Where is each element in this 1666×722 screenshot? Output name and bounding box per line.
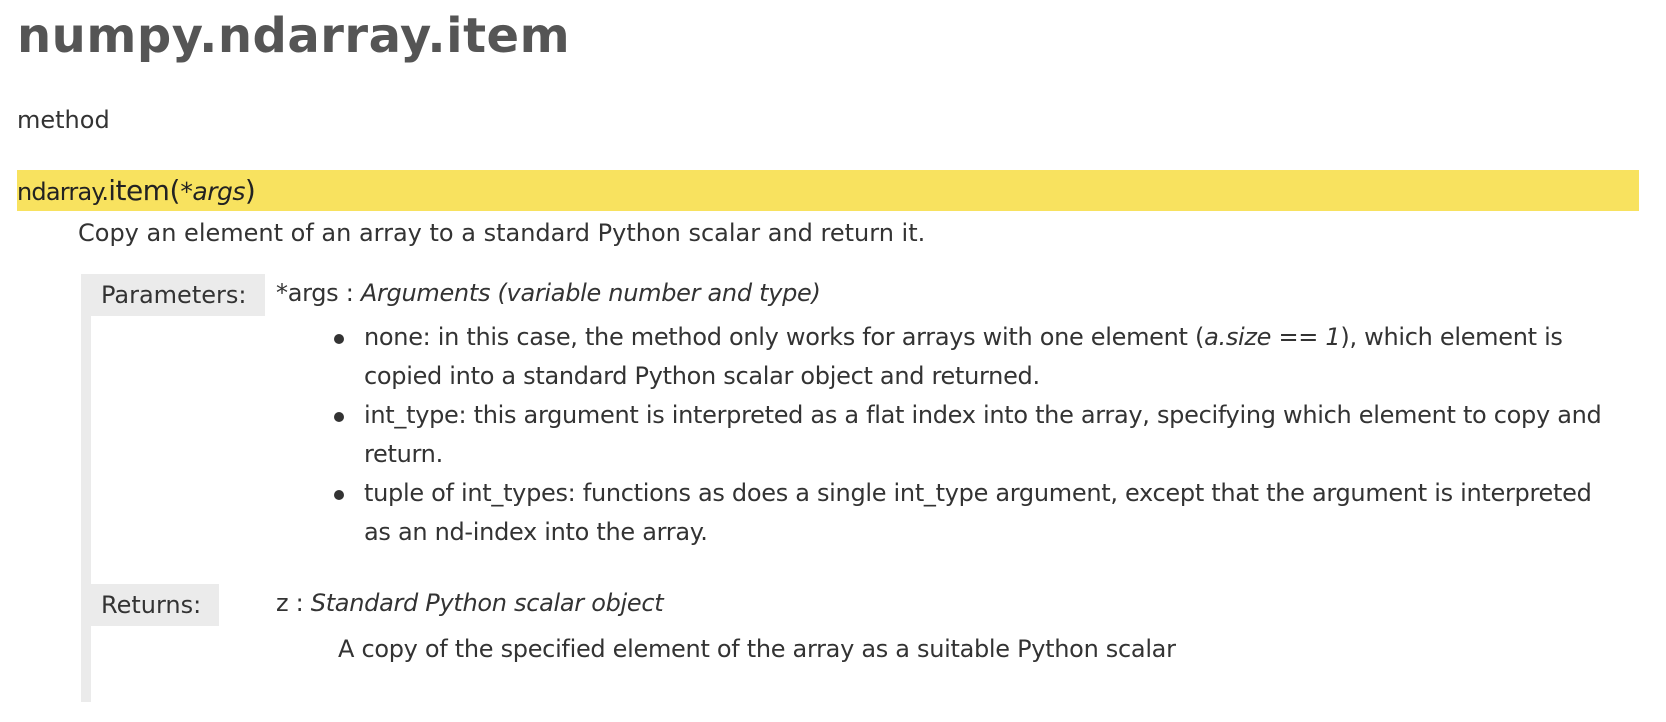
list-item: int_type: this argument is interpreted a… — [334, 396, 1624, 474]
list-item-text: int_type: this argument is interpreted a… — [364, 401, 1602, 468]
parameter-name: *args — [276, 279, 339, 307]
bullet-icon — [334, 412, 344, 422]
object-kind-label: method — [17, 106, 110, 134]
list-item: none: in this case, the method only work… — [334, 318, 1624, 396]
signature-method-name: item — [108, 174, 170, 207]
page-title: numpy.ndarray.item — [17, 8, 571, 64]
list-item-text: ), which element is copied into a standa… — [364, 323, 1563, 390]
return-name: z — [276, 589, 289, 617]
signature-argument: *args — [180, 177, 245, 206]
bullet-icon — [334, 334, 344, 344]
return-separator: : — [288, 589, 311, 617]
signature-close-paren: ) — [244, 174, 256, 207]
parameter-options-list: none: in this case, the method only work… — [334, 318, 1624, 552]
bullet-icon — [334, 490, 344, 500]
signature-open-paren: ( — [169, 174, 181, 207]
parameter-separator: : — [338, 279, 361, 307]
return-type: Standard Python scalar object — [310, 589, 664, 617]
return-heading: z : Standard Python scalar object — [276, 589, 664, 617]
method-signature: ndarray.item(*args) — [17, 170, 1639, 211]
field-list-bar — [81, 274, 91, 702]
signature-class-prefix: ndarray. — [17, 178, 109, 206]
parameter-heading: *args : Arguments (variable number and t… — [276, 279, 821, 307]
method-summary: Copy an element of an array to a standar… — [78, 219, 926, 247]
list-item-text: none: in this case, the method only work… — [364, 323, 1205, 351]
returns-field-label: Returns: — [91, 584, 219, 626]
list-item: tuple of int_types: functions as does a … — [334, 474, 1624, 552]
parameters-field-label: Parameters: — [91, 274, 265, 316]
parameter-type: Arguments (variable number and type) — [360, 279, 821, 307]
list-item-emphasis: a.size == 1 — [1204, 323, 1341, 351]
list-item-text: tuple of int_types: functions as does a … — [364, 479, 1592, 546]
return-description: A copy of the specified element of the a… — [338, 635, 1176, 663]
